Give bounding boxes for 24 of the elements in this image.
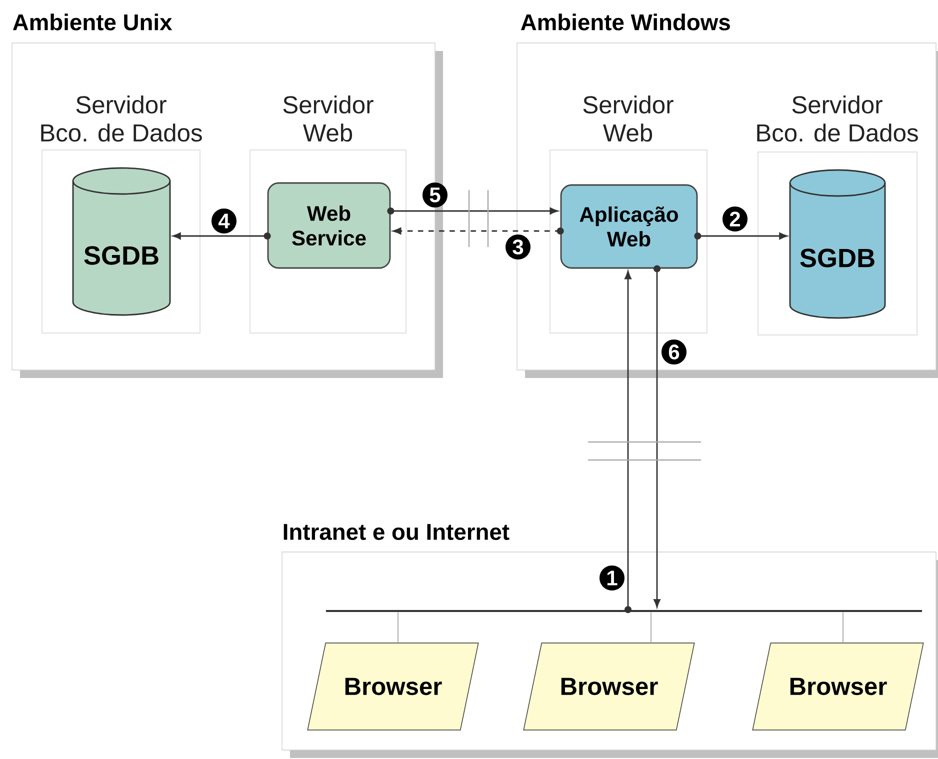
arrow <box>387 208 558 214</box>
process-box: Web Service <box>267 182 391 269</box>
arrow <box>172 232 271 240</box>
step-number: 1 <box>600 566 624 590</box>
node-label: Intranet e ou Internet <box>284 524 510 540</box>
step-number: 3 <box>506 234 530 260</box>
network-line <box>326 610 922 612</box>
step-number: 2 <box>722 206 748 232</box>
arrow <box>654 265 660 608</box>
database-cylinder: SGDB <box>72 167 171 316</box>
node-label: Servidor Bco. de Dados <box>757 95 918 142</box>
node-label: Servidor Bco. de Dados <box>41 95 202 142</box>
node-label: Ambiente Unix <box>12 14 172 30</box>
node-label: Servidor Web <box>583 95 674 142</box>
database-cylinder: SGDB <box>789 169 886 319</box>
step-number: 4 <box>212 208 236 234</box>
node-label: Servidor Web <box>283 95 374 142</box>
process-box: Aplicação Web <box>560 184 698 269</box>
arrow <box>392 228 564 234</box>
node-label: Ambiente Windows <box>520 14 730 30</box>
arrow <box>694 232 788 240</box>
arrow <box>624 270 632 614</box>
step-number: 6 <box>662 340 686 364</box>
step-number: 5 <box>422 182 448 208</box>
